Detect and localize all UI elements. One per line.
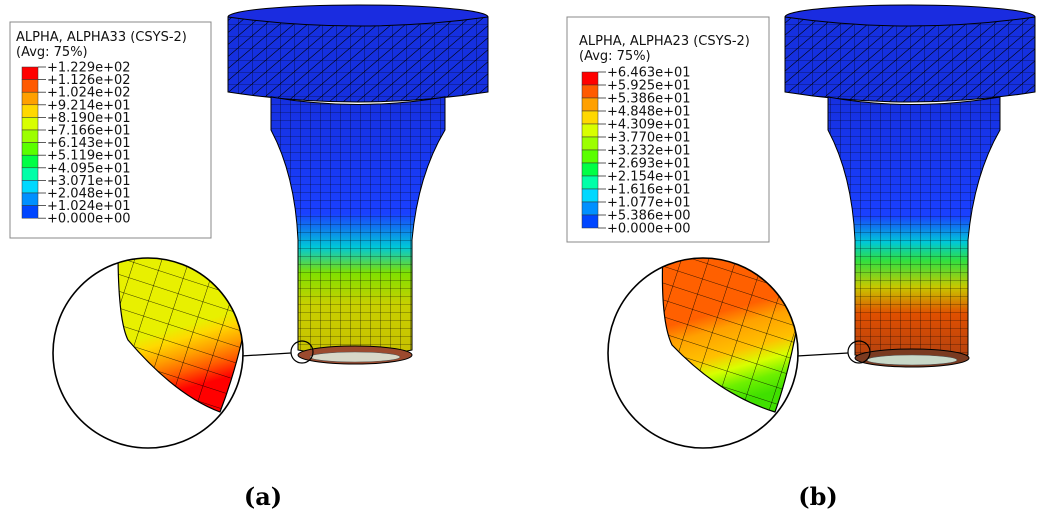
legend-color-band bbox=[21, 117, 39, 131]
legend-color-bar-b bbox=[581, 71, 599, 229]
legend-color-band bbox=[581, 188, 599, 203]
legend-value-label: +5.925e+01 bbox=[607, 79, 691, 94]
legend-value-label: +1.077e+01 bbox=[607, 196, 691, 211]
part-model-a bbox=[227, 4, 489, 365]
legend-color-band bbox=[581, 136, 599, 151]
legend-color-band bbox=[581, 123, 599, 138]
legend-color-band bbox=[21, 79, 39, 93]
legend-color-band bbox=[21, 154, 39, 169]
legend-title-b: ALPHA, ALPHA23 (CSYS-2) bbox=[579, 34, 750, 49]
legend-value-label: +5.119e+01 bbox=[47, 149, 131, 164]
legend-value-label: +3.232e+01 bbox=[607, 144, 691, 159]
panel-a: ALPHA, ALPHA33 (CSYS-2) (Avg: 75%) +1.22… bbox=[9, 4, 489, 511]
legend-value-label: +1.126e+02 bbox=[47, 73, 131, 88]
legend-value-label: +4.095e+01 bbox=[47, 161, 131, 176]
legend-color-bar-a bbox=[21, 66, 39, 219]
zoom-marker-b bbox=[847, 340, 871, 364]
legend-value-label: +1.024e+01 bbox=[47, 199, 131, 214]
legend-color-band bbox=[581, 149, 599, 164]
legend-value-label: +0.000e+00 bbox=[47, 212, 131, 227]
caption-b: (b) bbox=[798, 482, 838, 511]
panel-b: ALPHA, ALPHA23 (CSYS-2) (Avg: 75%) +6.46… bbox=[566, 4, 1036, 511]
legend-title-a: ALPHA, ALPHA33 (CSYS-2) bbox=[16, 30, 187, 45]
legend-subtitle-a: (Avg: 75%) bbox=[16, 45, 88, 60]
legend-value-label: +1.229e+02 bbox=[47, 61, 131, 76]
legend-color-band bbox=[21, 104, 39, 118]
zoom-leader-b bbox=[796, 352, 849, 357]
zoom-marker-a bbox=[290, 340, 314, 364]
legend-color-band bbox=[21, 91, 39, 106]
legend-color-band bbox=[21, 142, 39, 156]
legend-values-a: +1.229e+02+1.126e+02+1.024e+02+9.214e+01… bbox=[38, 61, 131, 227]
legend-b: ALPHA, ALPHA23 (CSYS-2) (Avg: 75%) +6.46… bbox=[566, 16, 770, 243]
legend-value-label: +8.190e+01 bbox=[47, 111, 131, 126]
part-model-b bbox=[784, 4, 1036, 368]
legend-value-label: +2.048e+01 bbox=[47, 187, 131, 202]
legend-color-band bbox=[581, 71, 599, 86]
legend-value-label: +9.214e+01 bbox=[47, 98, 131, 113]
legend-value-label: +1.616e+01 bbox=[607, 183, 691, 198]
legend-value-label: +2.154e+01 bbox=[607, 170, 691, 185]
legend-value-label: +0.000e+00 bbox=[607, 222, 691, 237]
legend-value-label: +7.166e+01 bbox=[47, 124, 131, 139]
legend-box-b bbox=[566, 16, 770, 243]
legend-color-band bbox=[581, 84, 599, 99]
legend-subtitle-b: (Avg: 75%) bbox=[579, 49, 651, 64]
legend-values-b: +6.463e+01+5.925e+01+5.386e+01+4.848e+01… bbox=[598, 66, 691, 237]
legend-color-band bbox=[21, 205, 39, 219]
zoom-detail-a bbox=[52, 257, 244, 449]
legend-value-label: +5.386e+01 bbox=[607, 92, 691, 107]
legend-color-band bbox=[21, 192, 39, 206]
legend-value-label: +3.770e+01 bbox=[607, 131, 691, 146]
legend-color-band bbox=[21, 66, 39, 80]
legend-value-label: +3.071e+01 bbox=[47, 174, 131, 189]
zoom-leader-a bbox=[240, 352, 292, 357]
legend-color-band bbox=[581, 214, 599, 229]
legend-color-band bbox=[581, 97, 599, 112]
legend-value-label: +5.386e+00 bbox=[607, 209, 691, 224]
legend-value-label: +6.463e+01 bbox=[607, 66, 691, 81]
legend-value-label: +6.143e+01 bbox=[47, 136, 131, 151]
legend-color-band bbox=[21, 167, 39, 181]
legend-a: ALPHA, ALPHA33 (CSYS-2) (Avg: 75%) +1.22… bbox=[9, 21, 212, 239]
legend-value-label: +4.309e+01 bbox=[607, 118, 691, 133]
legend-color-band bbox=[21, 180, 39, 194]
legend-color-band bbox=[581, 201, 599, 216]
legend-value-label: +4.848e+01 bbox=[607, 105, 691, 120]
legend-value-label: +1.024e+02 bbox=[47, 86, 131, 101]
legend-color-band bbox=[21, 129, 39, 143]
legend-color-band bbox=[581, 110, 599, 125]
legend-value-label: +2.693e+01 bbox=[607, 157, 691, 172]
legend-color-band bbox=[581, 175, 599, 190]
zoom-detail-b bbox=[607, 257, 799, 449]
caption-a: (a) bbox=[244, 482, 282, 511]
legend-color-band bbox=[581, 162, 599, 177]
